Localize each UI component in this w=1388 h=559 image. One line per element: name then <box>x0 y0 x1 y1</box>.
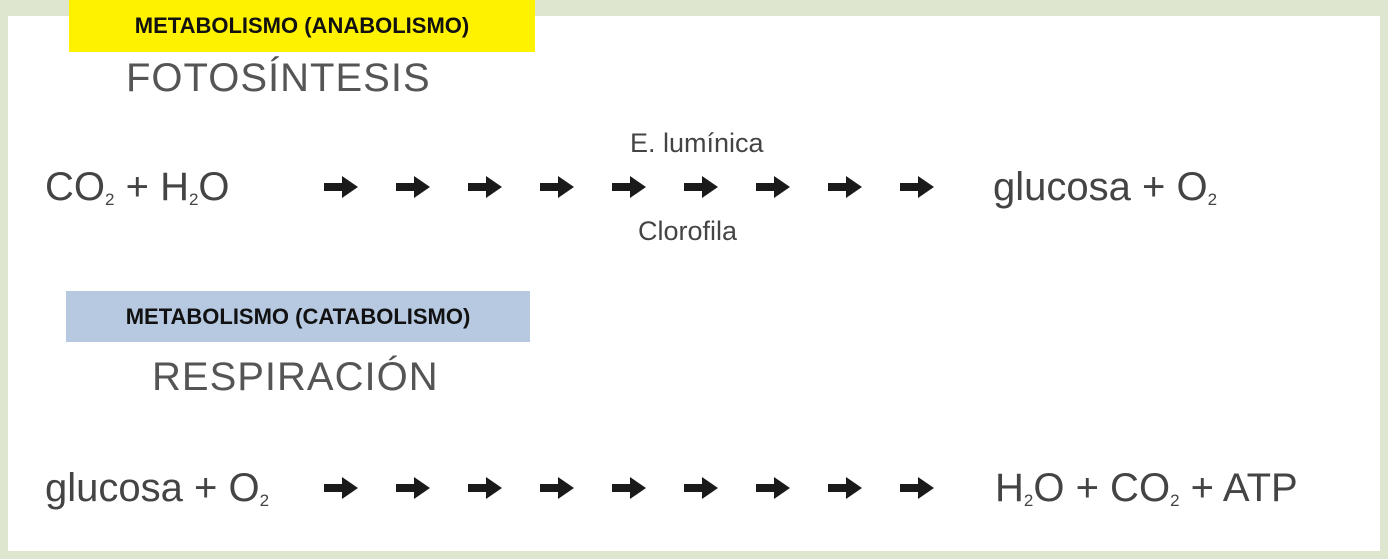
chlorophyll-label: Clorofila <box>638 216 738 246</box>
arrow-icon <box>540 176 574 198</box>
reactant-h: + H <box>125 165 189 209</box>
catabolism-badge-label: METABOLISMO (CATABOLISMO) <box>125 303 471 329</box>
arrow-icon <box>396 176 430 198</box>
arrow-icon <box>684 176 718 198</box>
anabolism-badge-label: METABOLISMO (ANABOLISMO) <box>134 13 470 38</box>
arrow-icon <box>828 176 862 198</box>
reactant-co: CO <box>45 165 105 209</box>
arrow-icon <box>900 477 934 499</box>
subscript: 2 <box>1207 190 1218 209</box>
photosynthesis-title: FOTOSÍNTESIS <box>126 56 431 100</box>
arrow-icon <box>828 477 862 499</box>
arrow-icon <box>324 176 358 198</box>
photosynthesis-arrow-chain <box>324 172 954 202</box>
subscript: 2 <box>1170 491 1180 510</box>
subscript: 2 <box>1023 491 1034 510</box>
respiration-reactants: glucosa + O2 <box>45 468 269 509</box>
product-glucose-o: glucosa + O <box>993 165 1208 209</box>
product-atp: + ATP <box>1179 466 1298 510</box>
arrow-icon <box>612 176 646 198</box>
light-energy-label: E. lumínica <box>630 128 764 158</box>
arrow-icon <box>468 176 502 198</box>
respiration-products: H2O + CO2 + ATP <box>995 468 1298 509</box>
product-h: H <box>995 466 1024 510</box>
subscript: 2 <box>259 491 270 510</box>
photosynthesis-reactants: CO2 + H2O <box>45 167 230 208</box>
subscript: 2 <box>105 190 115 209</box>
arrow-icon <box>468 477 502 499</box>
subscript: 2 <box>188 190 199 209</box>
photosynthesis-products: glucosa + O2 <box>993 167 1217 208</box>
arrow-icon <box>756 176 790 198</box>
arrow-icon <box>612 477 646 499</box>
arrow-icon <box>684 477 718 499</box>
reactant-glucose-o: glucosa + O <box>45 466 260 510</box>
arrow-icon <box>396 477 430 499</box>
respiration-title: RESPIRACIÓN <box>152 355 439 399</box>
catabolism-badge: METABOLISMO (CATABOLISMO) <box>66 291 530 342</box>
arrow-icon <box>324 477 358 499</box>
arrow-icon <box>756 477 790 499</box>
diagram-panel <box>8 16 1380 551</box>
anabolism-badge: METABOLISMO (ANABOLISMO) <box>69 0 535 52</box>
arrow-icon <box>900 176 934 198</box>
reactant-o: O <box>198 165 230 209</box>
arrow-icon <box>540 477 574 499</box>
product-o-co: O + CO <box>1033 466 1171 510</box>
respiration-arrow-chain <box>324 473 954 503</box>
